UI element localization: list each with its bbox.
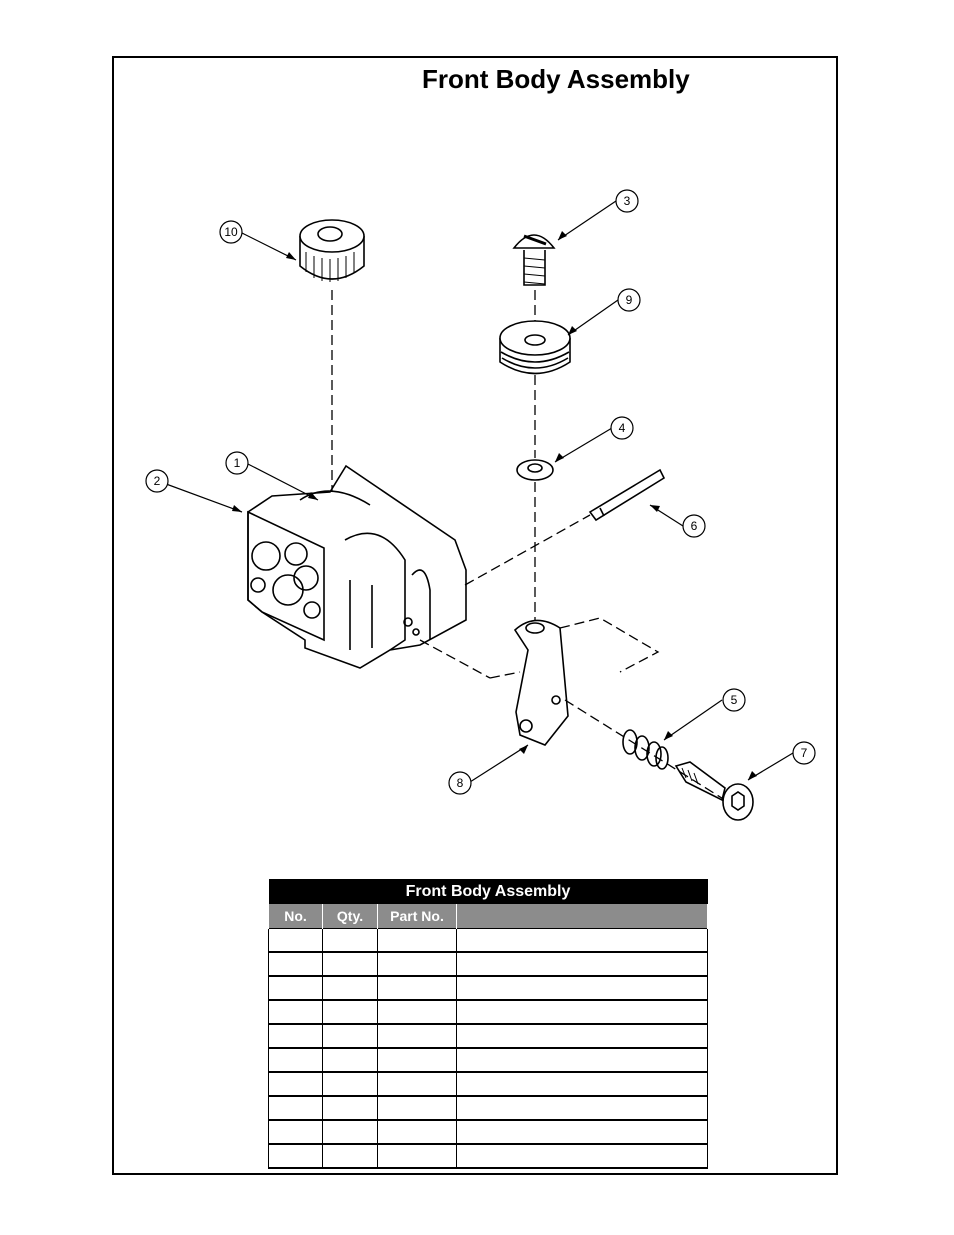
table-cell [377,928,457,953]
table-cell [377,1119,457,1145]
table-cell [322,1071,378,1097]
table-row [268,975,709,1001]
svg-text:5: 5 [731,693,738,707]
table-cell [322,951,378,977]
svg-text:1: 1 [234,456,241,470]
callout-10: 10 [219,220,243,244]
table-cell [455,999,709,1025]
table-cell [377,1095,457,1121]
table-cell [322,1119,378,1145]
col-header-description [455,904,709,929]
table-row [268,1071,709,1097]
table-cell [455,1095,709,1121]
table-cell [268,1023,323,1049]
table-cell [268,975,323,1001]
callout-9: 9 [617,288,641,312]
table-cell [455,1119,709,1145]
table-cell [377,999,457,1025]
page-title: Front Body Assembly [422,64,690,94]
axis-pivot-a [419,639,491,679]
table-cell [322,1047,378,1073]
svg-text:9: 9 [626,293,633,307]
table-row [268,1023,709,1049]
table-cell [322,1095,378,1121]
table-row [268,951,709,977]
callout-1: 1 [225,451,249,475]
spring [622,729,669,770]
table-cell [455,1143,709,1169]
col-header-part-no: Part No. [377,904,457,929]
axis-pivot-b [489,671,521,679]
svg-text:8: 8 [457,776,464,790]
table-cell [455,928,709,953]
table-cell [377,1143,457,1169]
table-row [268,1095,709,1121]
table-cell [455,1071,709,1097]
table-cell [322,1143,378,1169]
table-cell [268,1095,323,1121]
table-cell [377,1071,457,1097]
col-header-no: No. [268,904,323,929]
parts-table-caption: Front Body Assembly [268,879,708,904]
parts-table-body [268,928,709,1169]
table-row [268,1047,709,1073]
washer [516,459,554,481]
callout-3: 3 [615,189,639,213]
table-cell [377,951,457,977]
table-cell [455,1023,709,1049]
svg-text:6: 6 [691,519,698,533]
table-cell [322,999,378,1025]
slotted-screw [512,234,556,286]
socket-bolt [674,761,754,821]
table-row [268,928,709,953]
callout-4: 4 [610,416,634,440]
svg-text:4: 4 [619,421,626,435]
table-row [268,999,709,1025]
front-body-block [247,464,467,669]
callout-2: 2 [145,469,169,493]
table-cell [268,1071,323,1097]
parts-table: Front Body Assembly No. Qty. Part No. [268,879,709,1169]
axis-bolt [564,699,726,801]
table-cell [268,1047,323,1073]
callout-6: 6 [682,514,706,538]
axis-pin [464,514,591,586]
table-cell [268,1119,323,1145]
callout-5: 5 [722,688,746,712]
page-border [112,56,838,1175]
table-cell [455,975,709,1001]
pivot-arm [513,619,569,746]
callout-7: 7 [792,741,816,765]
svg-text:7: 7 [801,746,808,760]
svg-text:3: 3 [624,194,631,208]
callout-8: 8 [448,771,472,795]
table-cell [268,1143,323,1169]
table-cell [322,928,378,953]
table-cell [268,928,323,953]
table-cell [322,1023,378,1049]
knurled-knob [299,219,365,282]
table-cell [455,951,709,977]
svg-text:2: 2 [154,474,161,488]
table-cell [377,1047,457,1073]
table-cell [377,1023,457,1049]
table-row [268,1119,709,1145]
table-row [268,1143,709,1169]
table-cell [377,975,457,1001]
table-cell [455,1047,709,1073]
axis-pivot-c [559,617,660,673]
pin [588,468,666,522]
table-cell [322,975,378,1001]
grooved-cap [499,320,571,375]
col-header-qty: Qty. [322,904,378,929]
table-cell [268,951,323,977]
svg-text:10: 10 [224,225,238,239]
table-cell [268,999,323,1025]
